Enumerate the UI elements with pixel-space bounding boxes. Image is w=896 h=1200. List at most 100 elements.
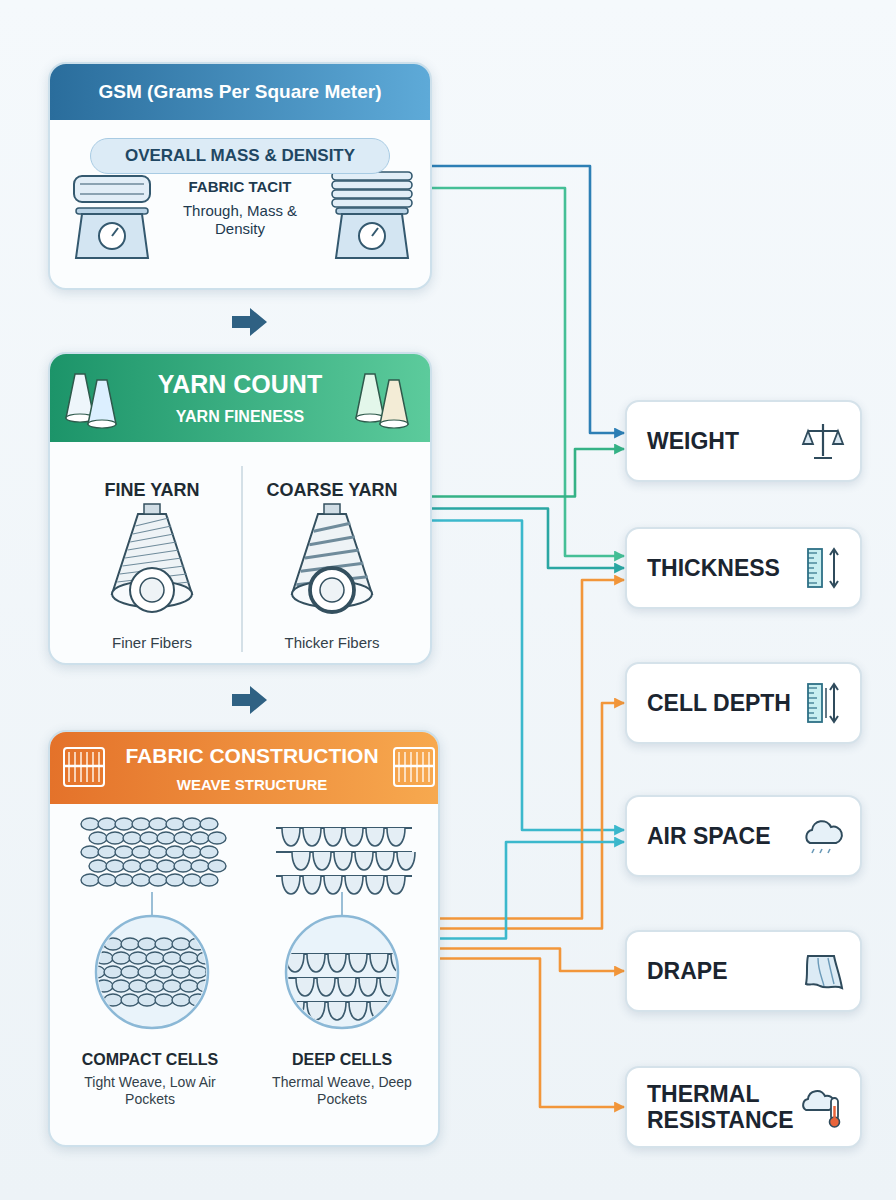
decor-shape — [317, 978, 335, 996]
decor-shape — [172, 966, 190, 978]
property-box: CELL DEPTH — [625, 662, 862, 744]
decor-shape — [359, 223, 385, 249]
decor-shape — [356, 374, 384, 418]
section-title: FABRIC CONSTRUCTION — [125, 743, 378, 768]
loom-icon — [64, 748, 104, 786]
decor-shape — [380, 420, 408, 428]
decor-shape — [189, 966, 207, 978]
decor-shape — [149, 846, 167, 858]
decor-shape — [214, 952, 232, 964]
decor-shape — [808, 549, 822, 587]
illustration-caption: Finer Fibers — [112, 634, 192, 652]
decor-shape — [332, 181, 412, 189]
decor-shape — [349, 1002, 367, 1020]
decor-shape — [806, 821, 842, 843]
connector — [440, 842, 624, 939]
decor-shape — [197, 952, 215, 964]
decor-shape — [808, 557, 814, 558]
decor-shape — [98, 846, 116, 858]
decor-shape — [825, 688, 827, 718]
decor-shape — [808, 702, 814, 703]
decor-shape — [808, 552, 817, 553]
decor-shape — [66, 374, 94, 418]
decor-shape — [332, 172, 412, 180]
decor-shape — [115, 846, 133, 858]
decor-shape — [808, 567, 814, 568]
decor-shape — [806, 956, 842, 988]
decor-shape — [336, 214, 408, 258]
decor-shape — [157, 832, 175, 844]
property-label: THERMAL RESISTANCE — [647, 1081, 800, 1134]
decor-shape — [376, 852, 394, 870]
decor-shape — [180, 952, 198, 964]
decor-shape — [808, 687, 817, 688]
decor-shape — [104, 966, 122, 978]
decor-shape — [808, 707, 817, 708]
connector — [432, 166, 624, 433]
decor-shape — [320, 578, 344, 602]
decor-shape — [303, 876, 321, 894]
illustration — [50, 354, 432, 665]
text-frame: FINE YARN — [67, 480, 237, 502]
decor-shape — [98, 818, 116, 830]
yarn-cone — [292, 504, 372, 612]
decor-shape — [808, 577, 814, 578]
property-icon — [800, 680, 846, 726]
decor-shape — [163, 980, 181, 992]
connector — [432, 509, 624, 569]
decor-shape — [387, 828, 405, 846]
decor-shape — [151, 892, 153, 916]
decor-shape — [146, 952, 164, 964]
decor-shape — [296, 978, 314, 996]
decor-shape — [138, 938, 156, 950]
section-title: YARN COUNT — [158, 369, 322, 399]
connector — [432, 188, 624, 556]
loom-icon — [394, 748, 434, 786]
decor-shape — [307, 1002, 325, 1020]
decor-shape — [332, 190, 412, 198]
section-text: FABRIC TACIT — [188, 178, 291, 196]
decor-shape — [803, 1091, 834, 1110]
decor-shape — [189, 994, 207, 1006]
decor-shape — [122, 558, 181, 566]
decor-shape — [81, 818, 99, 830]
decor-shape — [149, 874, 167, 886]
decor-shape — [812, 849, 830, 853]
decor-shape — [123, 832, 141, 844]
decor-shape — [183, 818, 201, 830]
decor-shape — [214, 980, 232, 992]
decor-shape — [313, 852, 331, 870]
pill-label: OVERALL MASS & DENSITY — [125, 146, 355, 166]
decor-shape — [394, 765, 434, 768]
decor-shape — [372, 228, 378, 236]
decor-shape — [104, 994, 122, 1006]
decor-shape — [397, 852, 415, 870]
decor-shape — [180, 980, 198, 992]
decor-shape — [349, 954, 367, 972]
decor-shape — [88, 380, 116, 424]
decor-shape — [98, 874, 116, 886]
decor-shape — [144, 504, 160, 514]
decor-shape — [391, 1002, 409, 1020]
decor-shape — [391, 954, 409, 972]
decor-shape — [328, 954, 346, 972]
decor-shape — [157, 860, 175, 872]
decor-shape — [87, 994, 105, 1006]
decor-shape — [401, 978, 419, 996]
text-frame: Through, Mass & Density — [170, 198, 310, 242]
property-icon — [800, 813, 846, 859]
decor-shape — [808, 692, 814, 693]
decor-shape — [74, 176, 150, 202]
decor-shape — [112, 980, 130, 992]
connector — [432, 521, 624, 831]
decor-shape — [831, 1098, 838, 1120]
scale-with-fabric — [74, 176, 150, 258]
decor-shape — [115, 874, 133, 886]
text-frame: Thicker Fibers — [247, 634, 417, 652]
text-frame: Thermal Weave, Deep Pockets — [262, 1074, 422, 1108]
text-frame: DEEP CELLS — [252, 1050, 432, 1069]
section-panel: YARN COUNTYARN FINENESSFINE YARNCOARSE Y… — [48, 352, 432, 665]
decor-shape — [286, 1002, 304, 1020]
decor-shape — [121, 994, 139, 1006]
